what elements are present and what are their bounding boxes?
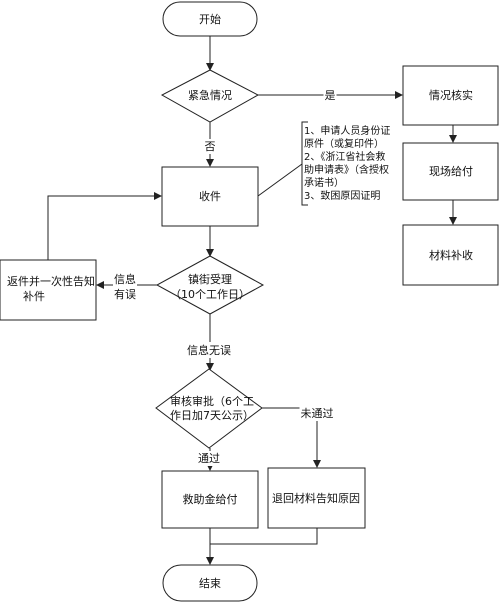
start-terminal (162, 1, 258, 37)
passed-label: 通过 (198, 452, 220, 465)
end-label: 结束 (199, 577, 221, 590)
note-line: 助申请表》（含授权 (304, 163, 389, 176)
review-decision (155, 255, 265, 315)
urgent-label: 紧急情况 (188, 88, 232, 102)
note-line: 2、《浙江省社会救 (304, 150, 385, 163)
receive-box (161, 166, 259, 227)
note-line: 原件（或复印件） (304, 137, 384, 150)
info-error-label-line2: 有误 (114, 287, 136, 301)
approve-label-line1: 审核审批（6个工 (170, 394, 254, 408)
return-box (0, 259, 97, 321)
note-bracket (301, 121, 308, 206)
yes-label: 是 (325, 89, 336, 102)
supplement-box (402, 224, 499, 286)
urgent-decision (160, 69, 260, 123)
note-connector (257, 163, 303, 197)
note-line: 3、致困原因证明 (304, 189, 380, 202)
no-label: 否 (205, 140, 216, 153)
reject-box (267, 467, 366, 529)
approve-decision (155, 368, 263, 449)
end-terminal (162, 564, 258, 602)
note-line: 1、申请人员身份证 (304, 124, 390, 137)
approve-label-line2: 作日加7天公示） (170, 409, 254, 422)
verify-label: 情况核实 (429, 88, 473, 102)
arrow-return-to-receive (47, 192, 162, 260)
onsite-box (402, 142, 499, 201)
return-label-line2: 补件 (23, 290, 45, 303)
info-ok-label: 信息无误 (187, 343, 231, 357)
return-label-line1: 返件并一次性告知 (7, 274, 95, 288)
info-error-label-line1: 信息 (114, 272, 136, 286)
line-reject-to-end (210, 528, 318, 545)
note-line: 承诺书） (304, 177, 344, 189)
review-label-line1: 镇街受理 (188, 272, 232, 286)
edge-labels: 是 否 信息 有误 信息无误 通过 未通过 (113, 88, 337, 466)
review-label-line2: （10个工作日） (170, 288, 250, 301)
pay-label: 救助金给付 (183, 492, 238, 506)
verify-box (402, 65, 499, 126)
failed-label: 未通过 (301, 407, 334, 420)
requirements-note: 1、申请人员身份证 原件（或复印件） 2、《浙江省社会救 助申请表》（含授权 承… (304, 124, 390, 202)
receive-label: 收件 (199, 189, 221, 203)
pay-box (161, 470, 259, 529)
supplement-label: 材料补收 (429, 248, 473, 262)
start-label: 开始 (199, 12, 221, 26)
reject-label: 退回材料告知原因 (272, 491, 360, 505)
onsite-label: 现场给付 (429, 164, 473, 178)
node-labels: 开始 紧急情况 情况核实 现场给付 材料补收 收件 镇街受理 （10个工作日） … (7, 12, 473, 590)
